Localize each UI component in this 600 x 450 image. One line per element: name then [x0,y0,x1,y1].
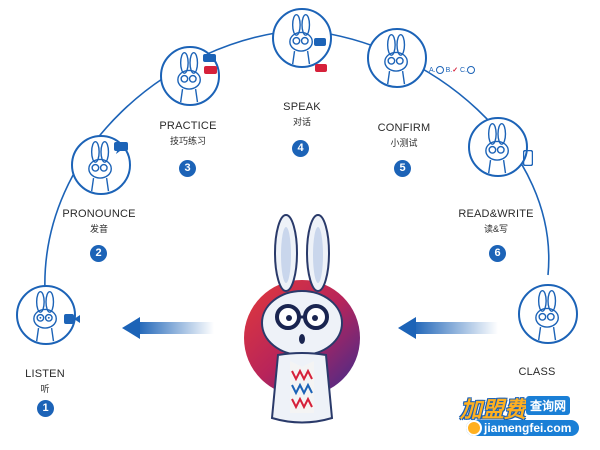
rabbit-icon [535,289,559,341]
step-listen-zh: 听 [40,384,50,394]
step-readwrite-label: READ&WRITE 读&写 [436,208,556,235]
rabbit-icon [289,13,313,65]
quiz-checkbox-icon: A. B.✓ C. [429,66,476,75]
hello-speech-bubble-icon [114,142,128,154]
step-practice-zh: 技巧练习 [169,136,206,146]
step-class-node [518,284,578,344]
step-pronounce-label: PRONOUNCE 发音 [39,208,159,235]
mascot-rabbit-illustration [244,214,360,424]
step-pronounce-zh: 发音 [89,224,108,234]
rabbit-icon [485,122,509,174]
step-class-label: CLASS [477,366,597,378]
step-speak-en: SPEAK [283,101,321,113]
step-practice-label: PRACTICE 技巧练习 [128,120,248,147]
step-confirm-label: CONFIRM 小测试 [344,122,464,149]
step-speak-label: SPEAK 对话 [242,101,362,128]
step-readwrite-node [468,117,528,177]
left-arrow-icon [122,317,214,339]
hello-speech-bubbles-icon [203,54,217,74]
watermark-url: jiamengfei.com [466,420,580,436]
step-speak-zh: 对话 [292,117,311,127]
step-listen-number: 1 [37,400,54,417]
watermark-site: 查询网 [526,396,571,415]
step-practice-number: 3 [179,160,196,177]
quiz-option-b: B. [445,67,453,74]
step-listen-node [16,285,76,345]
video-camera-icon [64,314,80,324]
step-pronounce-number: 2 [90,245,107,262]
magnifier-icon [466,420,482,436]
step-confirm-number: 5 [394,160,411,177]
step-confirm-en: CONFIRM [377,122,431,134]
step-confirm-node [367,28,427,88]
rabbit-icon [33,290,57,342]
step-confirm-zh: 小测试 [390,138,418,148]
rabbit-icon [384,33,408,85]
step-practice-en: PRACTICE [159,120,217,132]
step-pronounce-en: PRONOUNCE [62,208,136,220]
quiz-option-a: A. [429,67,436,74]
left-arrow-icon [398,317,498,339]
quiz-option-c: C. [460,67,468,74]
step-class-en: CLASS [518,366,556,378]
watermark: 加盟费 查询网 jiamengfei.com [460,392,600,450]
dialogue-bubbles-icon [314,38,327,72]
rabbit-icon [177,51,201,103]
rabbit-icon [88,140,112,192]
step-listen-en: LISTEN [25,368,65,380]
watermark-brand: 加盟费 [460,397,527,422]
step-readwrite-number: 6 [489,245,506,262]
step-listen-label: LISTEN 听 [0,368,105,395]
step-readwrite-en: READ&WRITE [458,208,534,220]
step-readwrite-zh: 读&写 [483,224,508,234]
tablet-icon [523,150,533,166]
step-speak-number: 4 [292,140,309,157]
